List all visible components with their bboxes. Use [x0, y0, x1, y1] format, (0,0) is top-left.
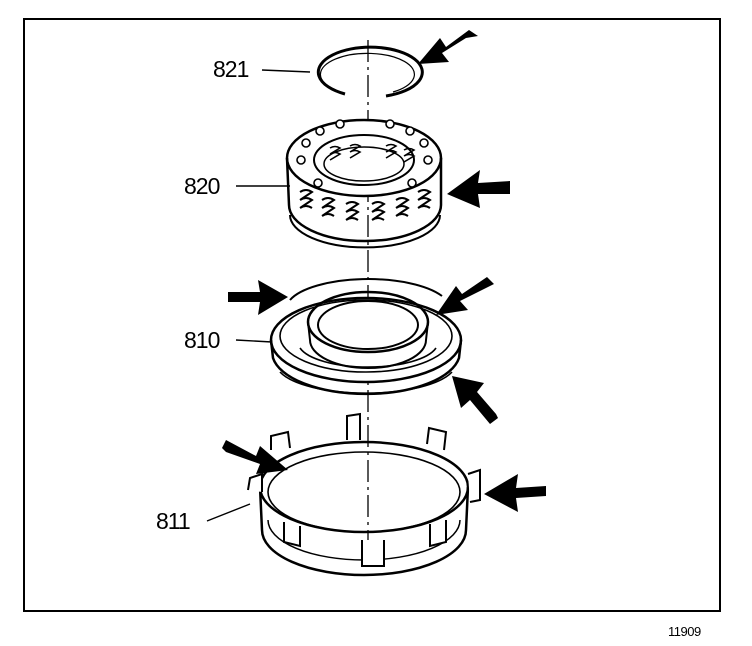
- spring-assembly-820: [285, 118, 443, 249]
- housing-811: [247, 412, 481, 577]
- diagram-frame: [23, 18, 721, 612]
- snap-ring-821: [316, 45, 424, 98]
- label-820: 820: [184, 173, 220, 199]
- figure-number: 11909: [668, 624, 701, 639]
- leader-lines: [206, 69, 311, 522]
- arrow-pointer-icon: [222, 30, 546, 512]
- label-811: 811: [156, 508, 191, 534]
- label-821: 821: [213, 56, 249, 82]
- piston-810: [269, 278, 463, 396]
- label-810: 810: [184, 327, 220, 353]
